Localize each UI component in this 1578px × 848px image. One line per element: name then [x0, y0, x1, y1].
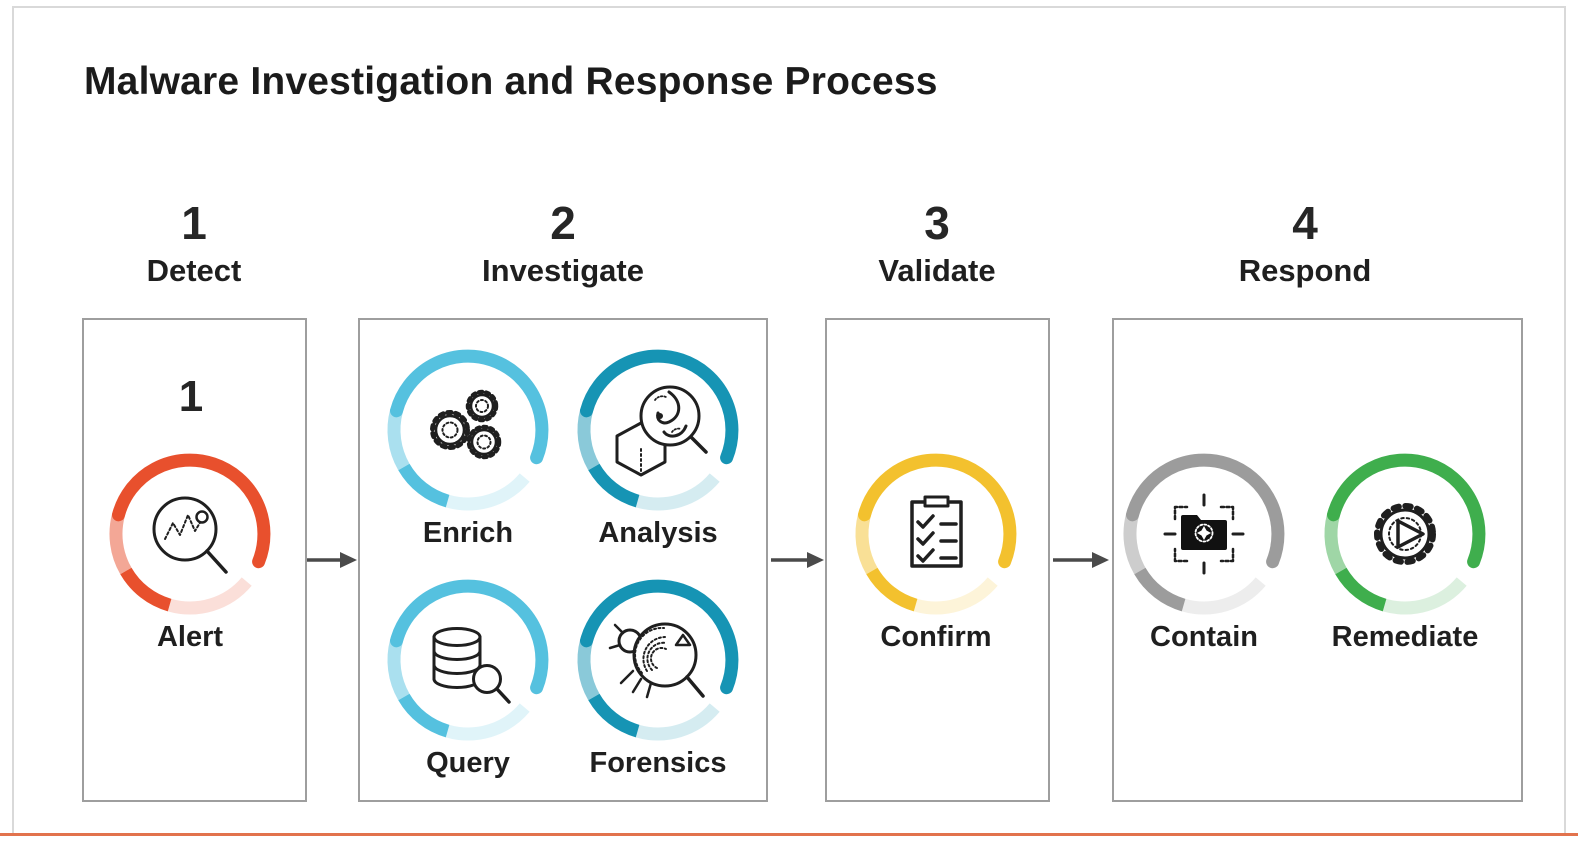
progress-ring: [855, 453, 1017, 615]
stage-number: 1: [181, 197, 207, 249]
gear-play-icon: [1374, 503, 1436, 565]
progress-ring: [1123, 453, 1285, 615]
checklist-clipboard-icon: [910, 495, 963, 568]
detect-inner-number: 1: [178, 372, 204, 421]
alert-search-icon: [152, 496, 228, 574]
analysis-ring-graphic: [577, 349, 739, 511]
enrich-ring-graphic: [387, 349, 549, 511]
stage-header-detect: 1 Detect: [74, 198, 314, 288]
page-title: Malware Investigation and Response Proce…: [84, 60, 938, 103]
item-label: Confirm: [880, 621, 992, 653]
quarantine-target-icon: [1163, 493, 1245, 575]
item-label: Contain: [1150, 621, 1258, 653]
remediate-ring-graphic: [1324, 453, 1486, 615]
stage-number: 3: [924, 197, 950, 249]
stage-header-validate: 3 Validate: [817, 198, 1057, 288]
item-label: Query: [426, 747, 510, 779]
database-search-icon: [432, 627, 511, 704]
confirm-item: Confirm: [851, 449, 1021, 654]
stage-number: 2: [550, 197, 576, 249]
stage-number: 4: [1292, 197, 1318, 249]
malware-analysis-magnifier-icon: [615, 385, 708, 477]
forensics-item: Forensics: [573, 575, 743, 780]
progress-ring: [109, 453, 271, 615]
stage-header-respond: 4 Respond: [1185, 198, 1425, 288]
remediate-item: Remediate: [1320, 449, 1490, 654]
item-label: Forensics: [589, 747, 727, 779]
arrow-detect-to-investigate: [307, 552, 357, 568]
alert-ring-graphic: [109, 453, 271, 615]
item-label: Alert: [156, 621, 224, 653]
analysis-item: Analysis: [573, 345, 743, 550]
stage-label: Investigate: [482, 253, 644, 288]
progress-ring: [387, 349, 549, 511]
contain-ring-graphic: [1123, 453, 1285, 615]
enrich-item: Enrich: [383, 345, 553, 550]
bug-magnifier-icon: [608, 622, 705, 699]
gears-icon: [430, 389, 502, 460]
query-ring-graphic: [387, 579, 549, 741]
arrow-validate-to-respond: [1053, 552, 1109, 568]
progress-ring: [1324, 453, 1486, 615]
forensics-ring-graphic: [577, 579, 739, 741]
stage-label: Detect: [146, 253, 242, 288]
progress-ring: [577, 579, 739, 741]
progress-ring: [387, 579, 549, 741]
contain-item: Contain: [1119, 449, 1289, 654]
item-label: Analysis: [598, 517, 718, 549]
item-label: Remediate: [1331, 621, 1479, 653]
progress-ring: [577, 349, 739, 511]
stage-header-investigate: 2 Investigate: [443, 198, 683, 288]
query-item: Query: [383, 575, 553, 780]
item-label: Enrich: [422, 517, 514, 549]
stage-label: Respond: [1238, 253, 1372, 288]
bottom-accent-line: [0, 833, 1578, 836]
confirm-ring-graphic: [855, 453, 1017, 615]
alert-item: Alert: [105, 449, 275, 654]
stage-label: Validate: [878, 253, 996, 288]
arrow-investigate-to-validate: [771, 552, 824, 568]
